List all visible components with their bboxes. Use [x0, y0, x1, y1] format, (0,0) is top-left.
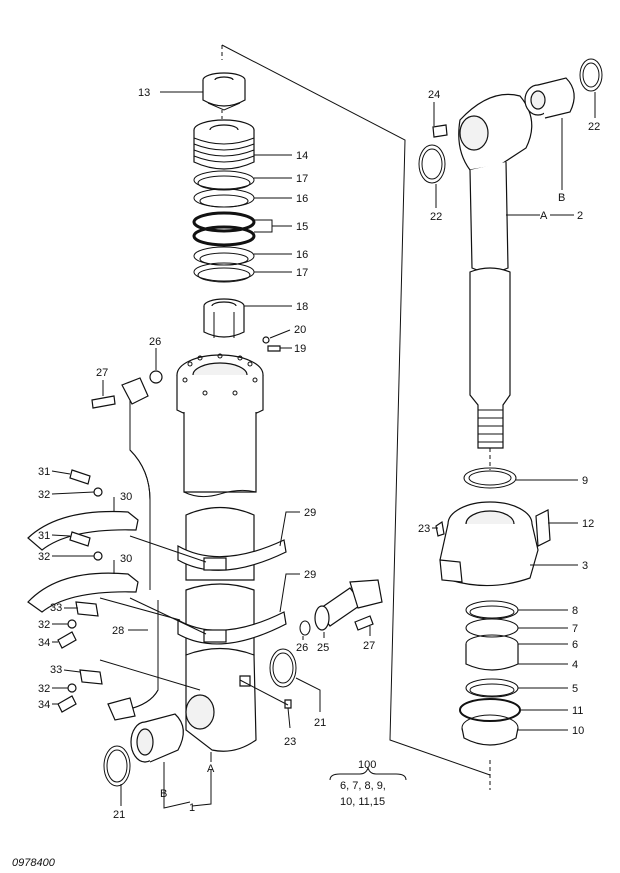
- callout-A: A: [540, 210, 548, 222]
- callout-30: 30: [120, 553, 132, 565]
- callout-A: A: [207, 763, 215, 775]
- part-30-clamp-band: [27, 510, 139, 613]
- part-13-gland-nut: [202, 72, 246, 111]
- callout-1: 1: [189, 802, 195, 814]
- kit-line-2: 10, 11,15: [340, 796, 385, 808]
- callout-28: 28: [112, 625, 124, 637]
- callout-14: 14: [296, 150, 308, 162]
- kit-number: 100: [358, 759, 376, 771]
- callout-29: 29: [304, 507, 316, 519]
- callout-18: 18: [296, 301, 308, 313]
- part-21-bushing: [103, 648, 297, 787]
- kit-note: 100 6, 7, 8, 9, 10, 11,15: [340, 759, 386, 808]
- callout-32: 32: [38, 551, 50, 563]
- part-18-piston-nut: [203, 298, 281, 352]
- part-28-pipe: [107, 377, 159, 721]
- part-22-seals-bushing: [418, 58, 603, 184]
- callout-23: 23: [284, 736, 296, 748]
- callout-27: 27: [363, 640, 375, 652]
- part-29-clamp: [177, 539, 287, 645]
- callout-13: 13: [138, 87, 150, 99]
- callout-17: 17: [296, 267, 308, 279]
- callout-34: 34: [38, 699, 50, 711]
- callout-26: 26: [296, 642, 308, 654]
- callout-B: B: [160, 788, 167, 800]
- cylinder-tube: [176, 353, 264, 498]
- callout-7: 7: [572, 623, 578, 635]
- callout-30: 30: [120, 491, 132, 503]
- callout-31: 31: [38, 530, 50, 542]
- piston-seals-rings: [459, 600, 521, 746]
- callout-8: 8: [572, 605, 578, 617]
- callout-20: 20: [294, 324, 306, 336]
- callout-22: 22: [588, 121, 600, 133]
- callout-10: 10: [572, 725, 584, 737]
- callout-21: 21: [113, 809, 125, 821]
- callout-27: 27: [96, 367, 108, 379]
- callout-23: 23: [418, 523, 430, 535]
- callout-19: 19: [294, 343, 306, 355]
- callout-15: 15: [296, 221, 308, 233]
- seal-rings-upper: [192, 170, 256, 283]
- callout-5: 5: [572, 683, 578, 695]
- callout-31: 31: [38, 466, 50, 478]
- callout-6: 6: [572, 639, 578, 651]
- leader-lines: [51, 91, 596, 809]
- callout-29: 29: [304, 569, 316, 581]
- callout-33: 33: [50, 664, 62, 676]
- callout-12: 12: [582, 518, 594, 530]
- callout-25: 25: [317, 642, 329, 654]
- callout-32: 32: [38, 619, 50, 631]
- part-25-valve: [284, 579, 383, 709]
- callout-labels: 13 14 17 16 15 16 17 18 20 19 26 27 31 3…: [38, 87, 600, 821]
- part-14-rod-cover: [193, 119, 255, 170]
- callout-21: 21: [314, 717, 326, 729]
- callout-16: 16: [296, 249, 308, 261]
- callout-3: 3: [582, 560, 588, 572]
- callout-32: 32: [38, 683, 50, 695]
- kit-line-1: 6, 7, 8, 9,: [340, 780, 386, 792]
- callout-26: 26: [149, 336, 161, 348]
- callout-33: 33: [50, 602, 62, 614]
- callout-34: 34: [38, 637, 50, 649]
- callout-16: 16: [296, 193, 308, 205]
- callout-B: B: [558, 192, 565, 204]
- callout-22: 22: [430, 211, 442, 223]
- callout-24: 24: [428, 89, 440, 101]
- callout-4: 4: [572, 659, 578, 671]
- drawing-number: 0978400: [12, 857, 56, 869]
- callout-2: 2: [577, 210, 583, 222]
- callout-17: 17: [296, 173, 308, 185]
- assembly-guide-lines: [221, 44, 491, 790]
- part-3-cylinder-head: [435, 467, 551, 587]
- callout-9: 9: [582, 475, 588, 487]
- callout-32: 32: [38, 489, 50, 501]
- cylinder-bottom: [185, 506, 257, 752]
- piston-rod: [432, 93, 533, 449]
- callout-11: 11: [572, 705, 583, 717]
